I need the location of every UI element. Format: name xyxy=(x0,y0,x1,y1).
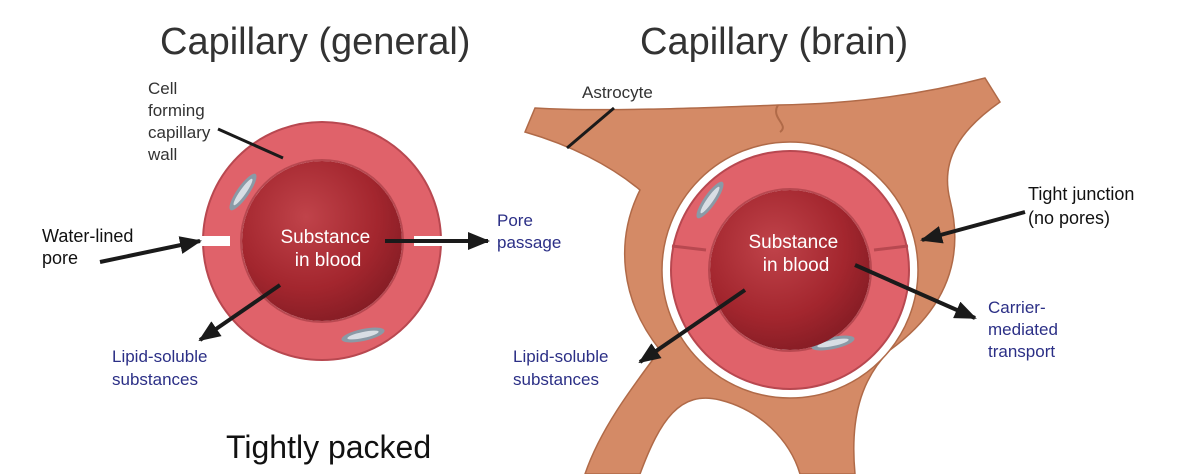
carrier-label: Carrier- mediated transport xyxy=(988,298,1063,361)
general-capillary: Substance in blood Capillary (general) C… xyxy=(42,21,561,389)
general-lipid-label: Lipid-soluble substances xyxy=(112,347,212,389)
general-lipid-arrow xyxy=(198,283,282,342)
brain-nucleus-top xyxy=(696,181,724,219)
pore-passage-label: Pore passage xyxy=(497,211,561,252)
pore-label: Water-lined pore xyxy=(42,226,138,268)
pore-arrow xyxy=(99,236,202,264)
caption: Tightly packed xyxy=(226,429,431,465)
brain-lipid-label: Lipid-soluble substances xyxy=(513,347,613,389)
general-center-label: Substance in blood xyxy=(280,227,375,271)
brain-lipid-arrow xyxy=(638,288,747,364)
tight-junction-label: Tight junction (no pores) xyxy=(1028,184,1139,228)
carrier-arrow xyxy=(854,263,977,320)
general-title: Capillary (general) xyxy=(160,21,470,63)
astrocyte-pointer-line xyxy=(566,106,615,150)
brain-title: Capillary (brain) xyxy=(640,21,908,63)
brain-nucleus-bottom xyxy=(811,335,855,351)
astrocyte-label: Astrocyte xyxy=(582,83,653,102)
wall-label: Cell forming capillary wall xyxy=(147,79,215,164)
general-nucleus-bottom xyxy=(341,327,385,343)
brain-center-label: Substance in blood xyxy=(748,232,843,276)
wall-pointer-line xyxy=(217,127,284,160)
brain-capillary-wall xyxy=(670,150,910,390)
general-blood-lumen xyxy=(242,161,402,321)
brain-blood-lumen xyxy=(710,190,870,350)
tight-junction-arrow xyxy=(920,210,1026,244)
brain-capillary: Substance in blood Capillary (brain) Ast… xyxy=(513,21,1139,474)
general-nucleus-top xyxy=(229,173,257,211)
